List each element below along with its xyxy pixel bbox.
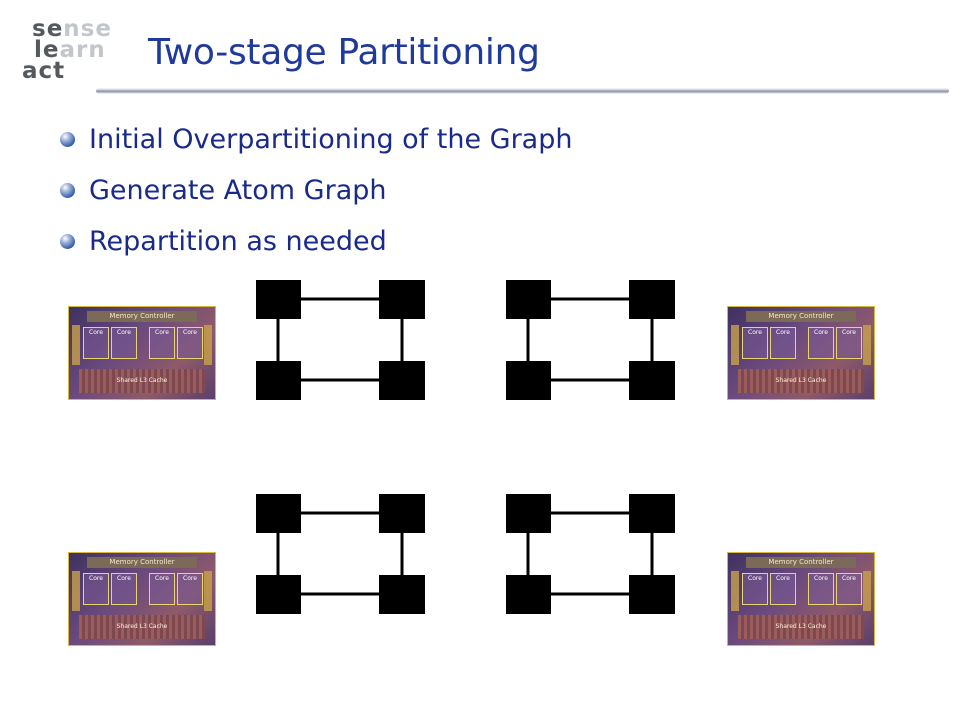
graph-node <box>256 280 301 319</box>
chip-core: Core <box>742 573 768 605</box>
chip-shared-cache: Shared L3 Cache <box>738 369 864 393</box>
sense-learn-act-logo: sense learn act <box>14 14 124 86</box>
graph-node <box>629 361 675 400</box>
chip-core: Core <box>808 573 834 605</box>
chip-core: Core <box>111 573 137 605</box>
graph-node <box>506 280 551 319</box>
logo-line-learn: learn <box>34 37 106 63</box>
processor-die-image: Memory Controller Core Core Core Core Sh… <box>68 552 216 646</box>
chip-shared-cache: Shared L3 Cache <box>79 615 205 639</box>
chip-core: Core <box>177 327 203 359</box>
graph-node <box>379 361 425 400</box>
graph-node <box>629 575 675 614</box>
bullet-list: Initial Overpartitioning of the Graph Ge… <box>60 114 572 267</box>
processor-die-image: Memory Controller Core Core Core Core Sh… <box>68 306 216 400</box>
bullet-item: Initial Overpartitioning of the Graph <box>60 114 572 165</box>
bullet-text: Generate Atom Graph <box>89 175 387 206</box>
bullet-sphere-icon <box>60 234 75 249</box>
chip-core: Core <box>111 327 137 359</box>
graph-node <box>506 361 551 400</box>
atom-graph-bottom-left <box>256 494 428 614</box>
chip-memory-controller: Memory Controller <box>746 557 856 568</box>
chip-core: Core <box>770 327 796 359</box>
processor-die-image: Memory Controller Core Core Core Core Sh… <box>727 552 875 646</box>
chip-core: Core <box>742 327 768 359</box>
chip-core: Core <box>149 573 175 605</box>
graph-node <box>256 361 301 400</box>
chip-core: Core <box>836 573 862 605</box>
chip-io-strip <box>204 571 212 611</box>
chip-memory-controller: Memory Controller <box>87 557 197 568</box>
graph-node <box>379 575 425 614</box>
graph-node <box>256 575 301 614</box>
chip-core: Core <box>149 327 175 359</box>
logo-line-act: act <box>22 58 66 84</box>
slide-title: Two-stage Partitioning <box>148 32 540 73</box>
chip-shared-cache: Shared L3 Cache <box>738 615 864 639</box>
bullet-item: Repartition as needed <box>60 216 572 267</box>
bullet-text: Initial Overpartitioning of the Graph <box>89 124 573 155</box>
graph-node <box>379 494 425 533</box>
chip-core: Core <box>770 573 796 605</box>
chip-memory-controller: Memory Controller <box>87 311 197 322</box>
chip-io-strip <box>72 325 80 365</box>
bullet-item: Generate Atom Graph <box>60 165 572 216</box>
graph-node <box>256 494 301 533</box>
chip-io-strip <box>863 571 871 611</box>
chip-memory-controller: Memory Controller <box>746 311 856 322</box>
graph-node <box>629 280 675 319</box>
bullet-sphere-icon <box>60 132 75 147</box>
chip-io-strip <box>72 571 80 611</box>
chip-core: Core <box>177 573 203 605</box>
chip-core: Core <box>836 327 862 359</box>
atom-graph-bottom-right <box>506 494 678 614</box>
atom-graph-top-right <box>506 280 678 400</box>
title-underline <box>96 88 949 94</box>
chip-io-strip <box>863 325 871 365</box>
chip-io-strip <box>204 325 212 365</box>
graph-node <box>506 575 551 614</box>
graph-node <box>379 280 425 319</box>
chip-io-strip <box>731 571 739 611</box>
processor-die-image: Memory Controller Core Core Core Core Sh… <box>727 306 875 400</box>
logo-line-sense: sense <box>32 16 112 42</box>
chip-core: Core <box>808 327 834 359</box>
bullet-text: Repartition as needed <box>89 226 387 257</box>
graph-node <box>506 494 551 533</box>
chip-core: Core <box>83 573 109 605</box>
atom-graph-top-left <box>256 280 428 400</box>
bullet-sphere-icon <box>60 183 75 198</box>
chip-core: Core <box>83 327 109 359</box>
chip-io-strip <box>731 325 739 365</box>
chip-shared-cache: Shared L3 Cache <box>79 369 205 393</box>
graph-node <box>629 494 675 533</box>
